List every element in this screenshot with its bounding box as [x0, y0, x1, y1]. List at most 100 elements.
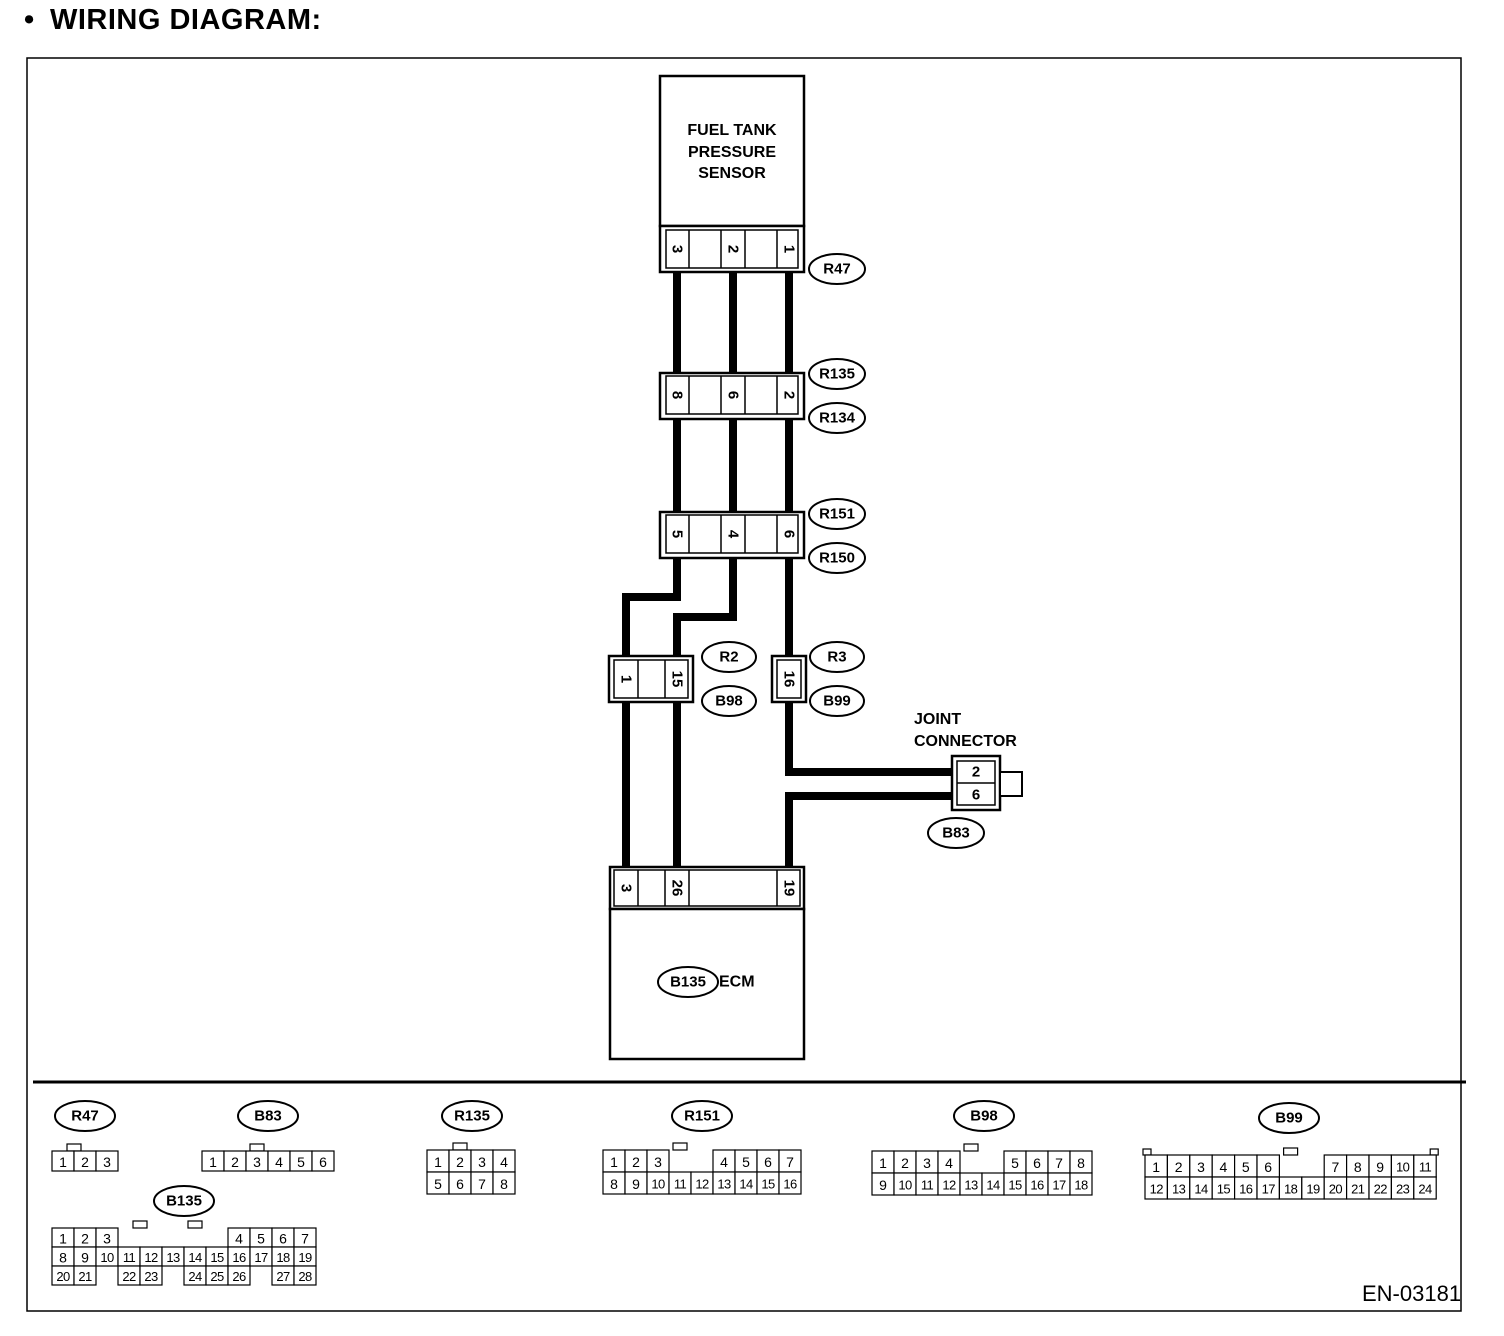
legend-r135-pin-number: 6: [456, 1176, 464, 1192]
legend-b99-pin-number: 5: [1242, 1159, 1250, 1175]
legend-b83-pin-number: 4: [275, 1154, 283, 1170]
legend-b98-pin-number: 17: [1052, 1178, 1066, 1193]
legend-b99-lock-tab: [1282, 1147, 1299, 1156]
legend-b98-pin-number: 10: [898, 1178, 912, 1193]
label-r151: R151: [819, 506, 855, 523]
legend-b135-pin-number: 15: [210, 1250, 224, 1265]
r135-pin-c: 2: [781, 391, 798, 399]
legend-b135-pin-number: 13: [166, 1250, 180, 1265]
legend-r151-pin-number: 13: [717, 1177, 731, 1192]
ecm-pin-a: 3: [618, 884, 635, 892]
legend-b135-pin-number: 5: [257, 1231, 265, 1247]
connector-r2-b98: 1 15: [607, 654, 695, 704]
legend-r151-pin-number: 9: [632, 1176, 640, 1192]
legend-b135-pin-number: 19: [298, 1250, 312, 1265]
label-oval-b135: [657, 966, 719, 998]
legend-b99-pin-number: 11: [1419, 1160, 1432, 1175]
legend-b98-lock-tab: [963, 1143, 979, 1152]
legend-b135-lock-tab: [132, 1220, 148, 1229]
ecm-pin-b: 26: [669, 880, 686, 897]
legend-b135-cell: [73, 1265, 97, 1286]
label-oval-r2: [701, 641, 757, 673]
legend-b98-pin-number: 8: [1077, 1155, 1085, 1171]
legend-b99-pin-number: 18: [1284, 1182, 1298, 1197]
legend-b135-pin-number: 3: [103, 1231, 111, 1247]
legend-r151-pin-number: 2: [632, 1154, 640, 1170]
legend-b99-end-tab: [1429, 1148, 1439, 1156]
legend-r135-label: R135: [454, 1108, 490, 1125]
legend-r151-oval: [671, 1100, 733, 1132]
legend-r151-pin-number: 10: [651, 1177, 665, 1192]
legend-r135-pin-number: 4: [500, 1154, 508, 1170]
legend-r151-pin-number: 7: [786, 1154, 794, 1170]
legend-b99-pin-number: 22: [1374, 1182, 1388, 1197]
legend-b135-pin-number: 28: [298, 1269, 312, 1284]
joint-pin-a: 2: [972, 764, 980, 781]
label-r2: R2: [719, 649, 738, 666]
legend-r151-pin-number: 3: [654, 1154, 662, 1170]
legend-r135-pin-number: 7: [478, 1176, 486, 1192]
label-oval-b99: [809, 685, 865, 717]
r47-pin-c: 1: [781, 245, 798, 253]
legend-b135-pin-number: 22: [122, 1269, 136, 1284]
label-b99: B99: [823, 693, 851, 710]
label-r134: R134: [819, 410, 856, 427]
legend-b98-pin-number: 13: [964, 1178, 978, 1193]
legend-r135-pin-number: 8: [500, 1176, 508, 1192]
legend-b135-pin-number: 14: [188, 1250, 202, 1265]
legend-b98-cell: [1069, 1172, 1093, 1196]
legend-b98-pin-number: 16: [1030, 1178, 1044, 1193]
legend-r47-cell: [95, 1150, 119, 1172]
legend-b99-pin-number: 8: [1354, 1159, 1362, 1175]
legend-b99-oval: [1258, 1102, 1320, 1134]
legend-r151-label: R151: [684, 1108, 720, 1125]
legend-b135-pin-number: 21: [78, 1269, 92, 1284]
legend-b135-pin-number: 18: [276, 1250, 290, 1265]
legend-b99-end-tab: [1142, 1148, 1152, 1156]
legend-b99-pin-number: 16: [1239, 1182, 1253, 1197]
sensor-label-line-1: FUEL TANK: [687, 122, 777, 139]
legend-b99-pin-number: 2: [1175, 1159, 1183, 1175]
legend-b98-pin-number: 5: [1011, 1155, 1019, 1171]
ecm-pin-c: 19: [781, 880, 798, 897]
legend-r151-pin-number: 6: [764, 1154, 772, 1170]
legend-b99-pin-number: 1: [1152, 1159, 1160, 1175]
label-b135: B135: [670, 974, 706, 991]
legend-r135-pin-number: 5: [434, 1176, 442, 1192]
legend-r151-cell: [778, 1171, 802, 1195]
legend-b98-pin-number: 3: [923, 1155, 931, 1171]
wire-pin2-to-ecm26: [673, 270, 737, 869]
ecm-connector: 3 26 19: [608, 865, 806, 911]
legend-b99-pin-number: 20: [1329, 1182, 1343, 1197]
legend-b98-pin-number: 11: [921, 1178, 934, 1193]
r2-pin-b: 15: [669, 671, 686, 688]
legend-b98-pin-number: 1: [879, 1155, 887, 1171]
figure-code: EN-03181: [1362, 1281, 1462, 1306]
legend-b135-cell: [293, 1265, 317, 1286]
r3-pin-a: 16: [781, 671, 798, 688]
label-oval-r150: [808, 542, 866, 574]
legend-b135-pin-number: 12: [144, 1250, 158, 1265]
legend-b99-pin-number: 7: [1332, 1159, 1340, 1175]
legend-r135-cell: [492, 1171, 516, 1195]
legend-b135-pin-number: 6: [279, 1231, 287, 1247]
legend-r151-pin-number: 8: [610, 1176, 618, 1192]
legend-r135-lock-tab: [452, 1142, 468, 1151]
r151-pin-a: 5: [669, 530, 686, 538]
legend-r135-pin-number: 2: [456, 1154, 464, 1170]
legend-b135-pin-number: 7: [301, 1231, 309, 1247]
legend-b99-pin-number: 15: [1217, 1182, 1231, 1197]
legend-b135-lock-tab: [187, 1220, 203, 1229]
legend-b135-pin-number: 11: [123, 1250, 136, 1265]
legend-r151-pin-number: 5: [742, 1154, 750, 1170]
legend-b135-pin-number: 2: [81, 1231, 89, 1247]
label-r150: R150: [819, 550, 855, 567]
joint-connector-title-2: CONNECTOR: [914, 733, 1017, 750]
